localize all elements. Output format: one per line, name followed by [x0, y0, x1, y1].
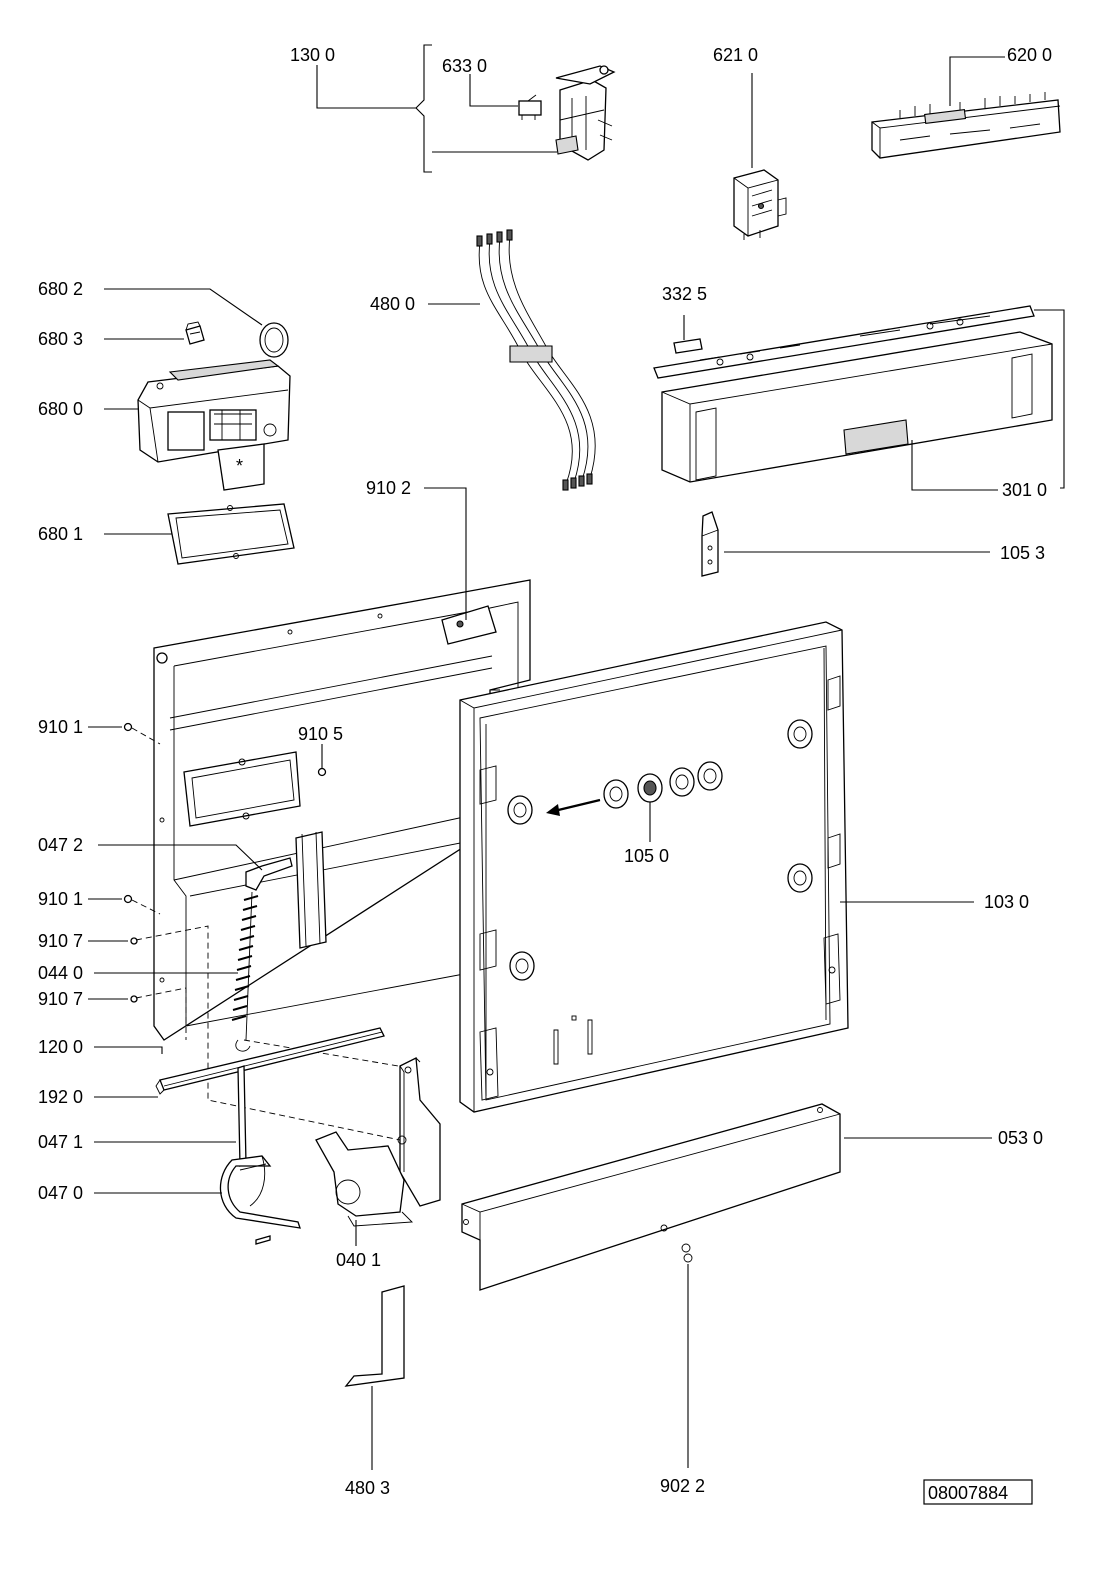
- label-480-3: 480 3: [345, 1478, 390, 1498]
- part-number-labels: 130 0 633 0 621 0 620 0 680 2 680 3 680 …: [38, 45, 1052, 1498]
- label-103-0: 103 0: [984, 892, 1029, 912]
- label-047-1: 047 1: [38, 1132, 83, 1152]
- label-633-0: 633 0: [442, 56, 487, 76]
- label-680-3: 680 3: [38, 329, 83, 349]
- part-103-0-outer-door: [459, 621, 849, 1113]
- label-120-0: 120 0: [38, 1037, 83, 1057]
- part-047-clamp-group: [219, 1065, 301, 1245]
- label-332-5: 332 5: [662, 284, 707, 304]
- part-105-3-bracket: [701, 511, 990, 577]
- label-130-0: 130 0: [290, 45, 335, 65]
- drawing-number-box: 08007884: [923, 1479, 1033, 1505]
- dispenser-680-0: *: [137, 359, 291, 491]
- label-105-0: 105 0: [624, 846, 669, 866]
- label-680-0: 680 0: [38, 399, 83, 419]
- part-480-0-wiring-harness: [428, 229, 596, 491]
- label-910-1-bottom: 910 1: [38, 889, 83, 909]
- gasket-frame-680-1: [167, 503, 295, 565]
- part-040-1-hinge: [315, 1056, 441, 1227]
- hinge-slots: [479, 675, 841, 1101]
- part-620-0-control-board: [871, 56, 1061, 159]
- label-040-1: 040 1: [336, 1250, 381, 1270]
- label-044-0: 044 0: [38, 963, 83, 983]
- label-910-7-bottom: 910 7: [38, 989, 83, 1009]
- label-910-1-top: 910 1: [38, 717, 83, 737]
- label-047-2: 047 2: [38, 835, 83, 855]
- label-480-0: 480 0: [370, 294, 415, 314]
- label-192-0: 192 0: [38, 1087, 83, 1107]
- part-053-0-kickplate: [461, 1103, 841, 1468]
- part-192-0-rail: [155, 1027, 385, 1095]
- door-lock-bracket: [555, 65, 616, 161]
- dashed-guide-lines: [135, 925, 411, 1141]
- label-910-7-top: 910 7: [38, 931, 83, 951]
- part-130-0-group: [316, 44, 616, 173]
- label-902-2: 902 2: [660, 1476, 705, 1496]
- part-680-dispenser-group: *: [104, 288, 295, 565]
- label-053-0: 053 0: [998, 1128, 1043, 1148]
- label-301-0: 301 0: [1002, 480, 1047, 500]
- label-621-0: 621 0: [713, 45, 758, 65]
- svg-text:*: *: [236, 456, 243, 476]
- part-480-3-foot: [344, 1285, 405, 1470]
- part-621-0-module: [733, 73, 787, 240]
- clip-680-3: [185, 321, 205, 345]
- label-620-0: 620 0: [1007, 45, 1052, 65]
- label-047-0: 047 0: [38, 1183, 83, 1203]
- label-105-3: 105 3: [1000, 543, 1045, 563]
- label-910-5: 910 5: [298, 724, 343, 744]
- part-044-0-spring: [231, 857, 293, 1052]
- label-680-1: 680 1: [38, 524, 83, 544]
- leader-lines: [88, 487, 992, 1246]
- gasket-ring-680-2: [259, 322, 289, 358]
- part-120-0-inner-frame: [153, 579, 531, 1041]
- label-680-2: 680 2: [38, 279, 83, 299]
- label-910-2: 910 2: [366, 478, 411, 498]
- part-332-5-301-0-panel: [653, 305, 1065, 491]
- drawing-number: 08007884: [928, 1483, 1008, 1503]
- microswitch-633-0: [518, 94, 542, 120]
- fasteners-left: [123, 722, 327, 1003]
